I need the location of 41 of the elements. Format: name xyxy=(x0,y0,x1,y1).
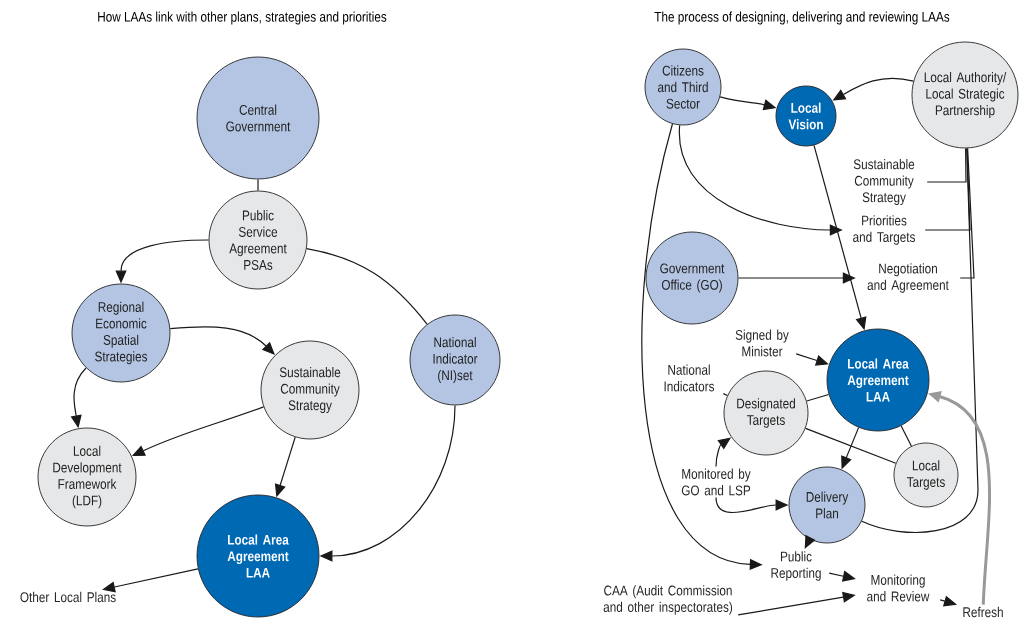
heading: How LAAs link with other plans, strategies and priorities xyxy=(98,11,387,25)
circle-node: Local Area Agreement LAA xyxy=(826,328,930,432)
circle-node: Local Authority/ Local Strategic Partnership xyxy=(911,41,1019,149)
circle-node: Local Area Agreement LAA xyxy=(196,494,320,618)
node-label: Refresh xyxy=(963,606,1003,618)
node-label: Public Reporting xyxy=(771,551,821,581)
circle-node: Government Office (GO) xyxy=(645,231,739,325)
connector-line xyxy=(805,427,897,464)
connector-line xyxy=(900,425,912,447)
circle-node: Local Vision xyxy=(775,85,837,147)
connector-line xyxy=(306,248,428,325)
connector-line xyxy=(926,147,967,183)
arrow xyxy=(795,353,829,366)
node-label: CAA (Audit Commission and other inspectorates) xyxy=(603,585,733,615)
heading: The process of designing, delivering and reviewing LAAs xyxy=(654,11,950,25)
node-label: National Indicators xyxy=(664,364,715,392)
circle-node: Citizens and Third Sector xyxy=(644,48,722,126)
circle-node: National Indicator (NI)set xyxy=(409,314,501,406)
node-label: Monitored by GO and LSP xyxy=(681,468,751,496)
circle-node: Local Development Framework (LDF) xyxy=(37,427,137,527)
circle-node: Regional Economic Spatial Strategies xyxy=(71,283,171,383)
node-label: Priorities and Targets xyxy=(853,215,915,245)
arrow xyxy=(169,326,275,355)
circle-node: Central Government xyxy=(196,56,320,180)
circle-node: Sustainable Community Strategy xyxy=(260,340,360,440)
connector-line xyxy=(722,392,728,397)
circle-node: Local Targets xyxy=(893,442,959,508)
connector-line xyxy=(257,178,259,192)
circle-node: Designated Targets xyxy=(723,370,809,456)
arrow xyxy=(102,568,199,593)
circle-node: Delivery Plan xyxy=(788,466,866,544)
connector-line xyxy=(959,147,975,279)
arrow xyxy=(939,595,957,607)
connector-line xyxy=(806,393,830,402)
node-label: Sustainable Community Strategy xyxy=(853,158,915,205)
node-label: Other Local Plans xyxy=(20,591,116,603)
circle-node: Public Service Agreement PSAs xyxy=(208,190,308,290)
node-label: Negotiation and Agreement xyxy=(867,263,949,293)
node-label: Monitoring and Review xyxy=(867,574,930,602)
node-label: Signed by Minister xyxy=(735,329,789,357)
connector-line xyxy=(861,147,979,533)
